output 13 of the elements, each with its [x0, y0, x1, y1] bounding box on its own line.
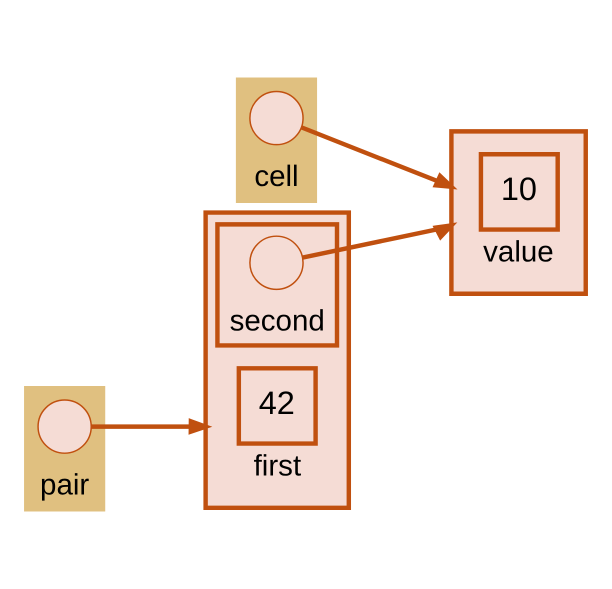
- arrow: [300, 125, 458, 190]
- node-label: first: [254, 449, 302, 482]
- node-label: value: [483, 235, 554, 268]
- node-circle: [37, 399, 92, 454]
- arrow: [91, 418, 212, 435]
- cluster: [203, 210, 352, 510]
- cluster: [449, 129, 588, 296]
- cluster: pair: [24, 386, 106, 512]
- cluster: cell: [236, 78, 318, 203]
- node-circle: [249, 235, 304, 290]
- arrow: [302, 222, 458, 260]
- cluster: second: [215, 222, 340, 348]
- node-circle: [249, 90, 304, 146]
